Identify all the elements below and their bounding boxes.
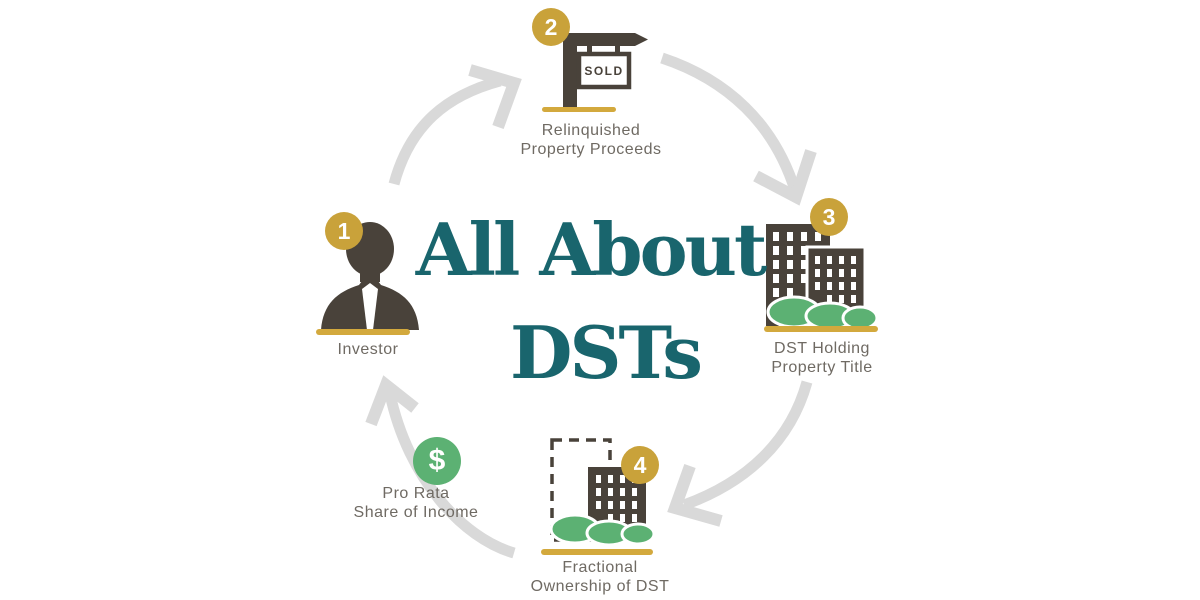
step-number-badge: 3 [810, 198, 848, 236]
sold-sign-icon: SOLD [563, 33, 648, 108]
arrow-investor-to-proceeds-icon [388, 64, 522, 186]
bushes-icon [549, 513, 656, 547]
gold-underline [316, 329, 410, 335]
bushes-icon [766, 295, 879, 331]
page-title-line1: All About [415, 207, 767, 292]
page-title-line2: DSTs [510, 310, 703, 395]
step-number-badge: 4 [621, 446, 659, 484]
step-label-relinquished: Relinquished Property Proceeds [520, 122, 662, 158]
gold-underline [541, 549, 653, 555]
dollar-icon: $ [413, 437, 461, 485]
step-label-fractional: Fractional Ownership of DST [530, 559, 670, 595]
step-label-investor: Investor [337, 341, 399, 358]
step-number-badge: 2 [532, 8, 570, 46]
step-number-badge: 1 [325, 212, 363, 250]
gold-underline [764, 326, 878, 332]
sold-sign-text: SOLD [584, 64, 623, 78]
income-label: Pro Rata Share of Income [353, 485, 479, 521]
arrow-proceeds-to-holding-icon [660, 52, 817, 206]
dst-buildings-icon [766, 224, 879, 331]
step-label-dst-holding: DST Holding Property Title [771, 340, 873, 376]
arrow-holding-to-fractional-icon [667, 380, 813, 527]
gold-underline [542, 107, 616, 112]
arrow-fractional-to-investor-icon [365, 375, 516, 559]
